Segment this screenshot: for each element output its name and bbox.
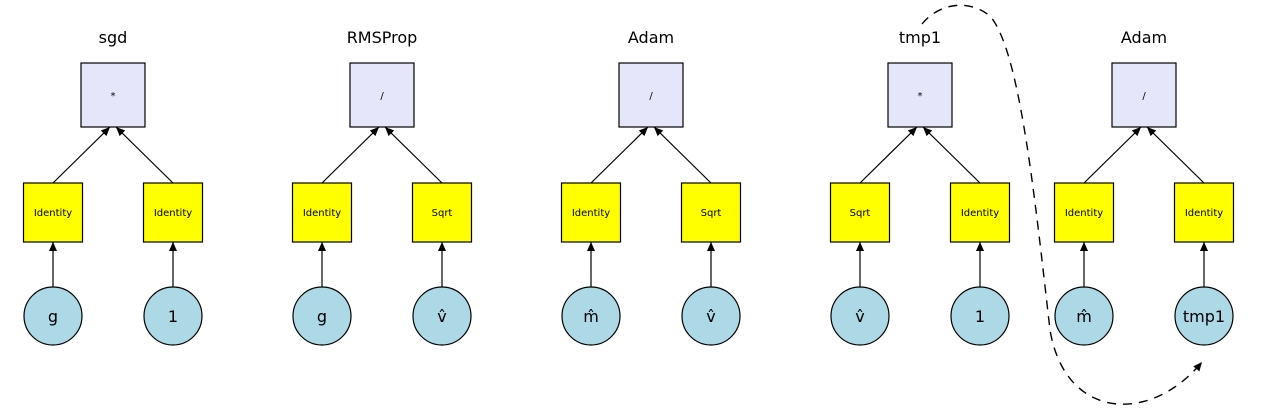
function-node: [142, 182, 204, 243]
leaf-node: [1054, 286, 1114, 346]
function-label: Sqrt: [701, 208, 722, 219]
operator-label: /: [1142, 91, 1146, 102]
leaf-node: [23, 286, 83, 346]
function-label: Identity: [303, 208, 341, 219]
leaf-label: tmp1: [1183, 307, 1225, 326]
function-node: [1173, 182, 1235, 243]
leaf-node: [143, 286, 203, 346]
function-label: Sqrt: [850, 208, 871, 219]
operator-label: /: [649, 91, 653, 102]
operator-node: [80, 62, 146, 128]
tree-title: sgd: [99, 28, 128, 47]
function-node: [411, 182, 473, 243]
operator-label: /: [380, 91, 384, 102]
edge-to-operator: [859, 126, 918, 184]
tree-3: Adam / Identity m̂ Sqrt v̂: [560, 28, 742, 346]
tree-4: tmp1 * Sqrt v̂ Identity 1: [829, 28, 1011, 346]
operator-node: [349, 62, 415, 128]
leaf-node: [830, 286, 890, 346]
leaf-label: m̂: [1076, 307, 1092, 326]
leaf-label: g: [317, 307, 327, 326]
tree-1: sgd * Identity g Identity 1: [22, 28, 204, 346]
leaf-node: [950, 286, 1010, 346]
leaf-label: 1: [168, 307, 178, 326]
function-label: Sqrt: [432, 208, 453, 219]
edge-to-operator: [1146, 126, 1205, 184]
tree-5: Adam / Identity m̂ Identity tmp1: [1053, 28, 1235, 346]
leaf-label: m̂: [583, 307, 599, 326]
edge-to-operator: [1083, 126, 1142, 184]
tree-title: Adam: [628, 28, 674, 47]
function-node: [680, 182, 742, 243]
function-label: Identity: [154, 208, 192, 219]
function-label: Identity: [1065, 208, 1103, 219]
tree-2: RMSProp / Identity g Sqrt v̂: [291, 28, 473, 346]
function-node: [291, 182, 353, 243]
edge-to-operator: [653, 126, 712, 184]
leaf-label: v̂: [706, 307, 715, 326]
leaf-node: [1174, 286, 1234, 346]
operator-label: *: [918, 91, 923, 102]
edge-to-operator: [384, 126, 443, 184]
operator-node: [887, 62, 953, 128]
edge-to-operator: [922, 126, 981, 184]
edge-to-operator: [321, 126, 380, 184]
leaf-label: 1: [975, 307, 985, 326]
tree-title: RMSProp: [347, 28, 418, 47]
function-label: Identity: [34, 208, 72, 219]
tree-title: Adam: [1121, 28, 1167, 47]
operator-label: *: [111, 91, 116, 102]
function-node: [22, 182, 84, 243]
tmp1-reference-curve: [921, 4, 1203, 405]
function-label: Identity: [572, 208, 610, 219]
leaf-label: v̂: [437, 307, 446, 326]
function-node: [829, 182, 891, 243]
function-node: [949, 182, 1011, 243]
leaf-node: [412, 286, 472, 346]
function-node: [560, 182, 622, 243]
leaf-label: v̂: [855, 307, 864, 326]
operator-node: [618, 62, 684, 128]
leaf-node: [681, 286, 741, 346]
function-label: Identity: [1185, 208, 1223, 219]
edge-to-operator: [590, 126, 649, 184]
operator-node: [1111, 62, 1177, 128]
edge-to-operator: [115, 126, 174, 184]
leaf-label: g: [48, 307, 58, 326]
leaf-node: [561, 286, 621, 346]
leaf-node: [292, 286, 352, 346]
tree-title: tmp1: [899, 28, 941, 47]
function-label: Identity: [961, 208, 999, 219]
edge-to-operator: [52, 126, 111, 184]
